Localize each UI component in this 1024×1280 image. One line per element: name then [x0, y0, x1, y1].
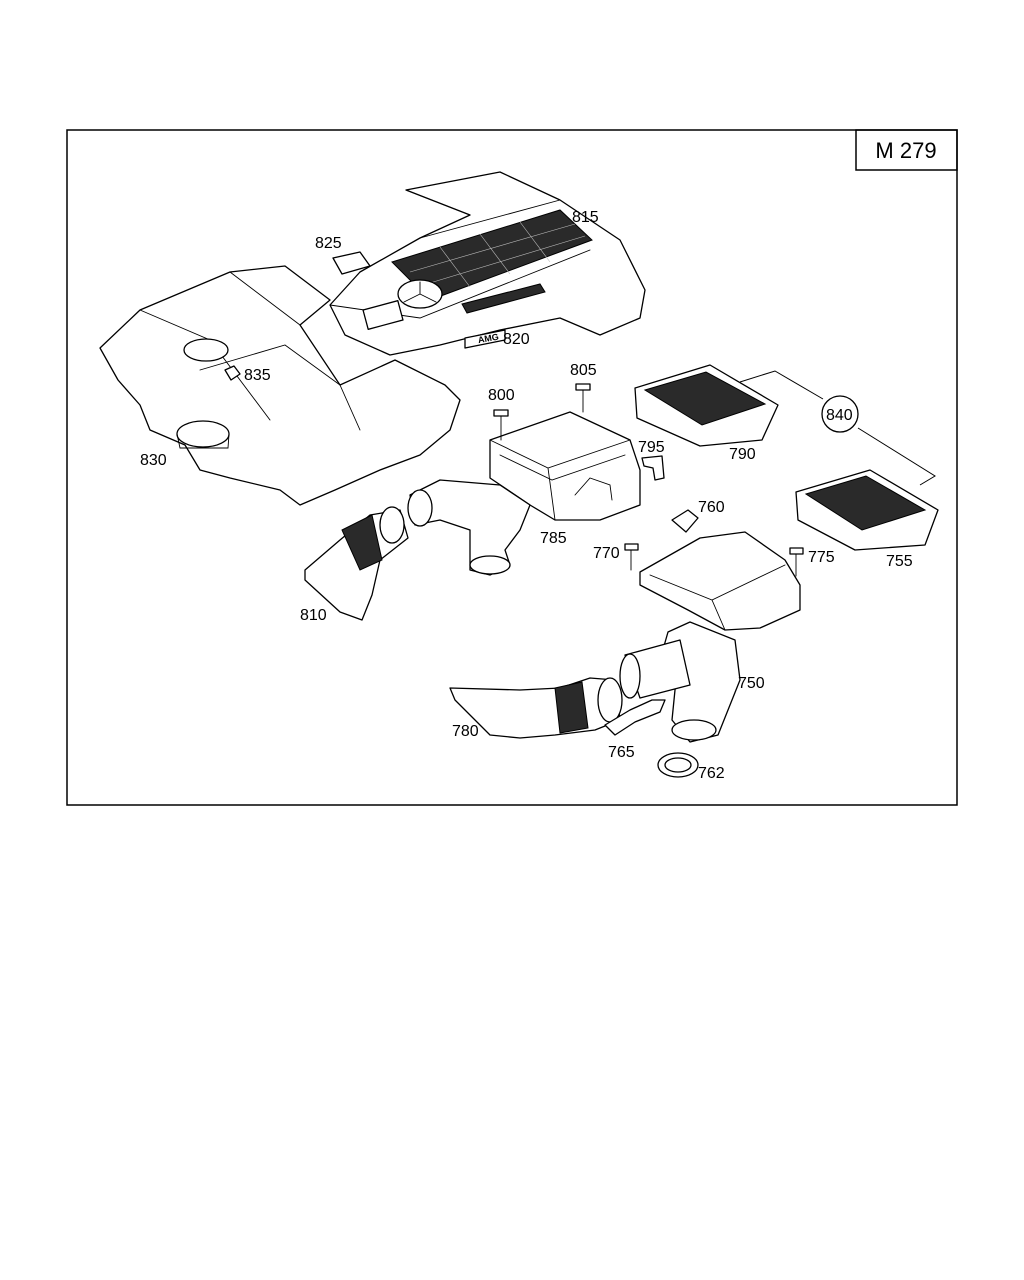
screw-805	[575, 383, 591, 413]
callout-775: 775	[808, 549, 835, 566]
air-filter-housing-lower	[639, 531, 801, 743]
callout-762: 762	[698, 765, 725, 782]
callout-755: 755	[886, 553, 913, 570]
intake-snorkel-780	[449, 677, 623, 739]
seal-ring-762	[657, 752, 699, 778]
sensor-760	[671, 509, 699, 533]
callout-750: 750	[738, 675, 765, 692]
callout-835: 835	[244, 367, 271, 384]
intake-duct-lower	[619, 639, 691, 699]
air-filter-755	[795, 469, 939, 551]
callout-825: 825	[315, 235, 342, 252]
screw-800	[493, 409, 509, 441]
callout-820: 820	[503, 331, 530, 348]
sensor-795	[641, 455, 665, 481]
callout-760: 760	[698, 499, 725, 516]
callout-800: 800	[488, 387, 515, 404]
screw-770	[624, 543, 639, 571]
callout-815: 815	[572, 209, 599, 226]
pad-825	[332, 251, 371, 275]
callout-780: 780	[452, 723, 479, 740]
amg-badge-text: AMG	[477, 332, 499, 345]
air-filter-790	[634, 364, 779, 447]
callout-785: 785	[540, 530, 567, 547]
callout-830: 830	[140, 452, 167, 469]
amg-badge: AMG	[464, 329, 506, 349]
screw-775	[789, 547, 804, 577]
hose-765	[604, 699, 666, 736]
air-filter-housing-upper	[489, 411, 641, 521]
callout-770: 770	[593, 545, 620, 562]
engine-cover-side	[99, 265, 461, 506]
callout-810: 810	[300, 607, 327, 624]
engine-cover-top	[329, 171, 646, 356]
callout-795: 795	[638, 439, 665, 456]
intake-duct-upper	[407, 479, 531, 576]
model-code: M 279	[875, 138, 936, 163]
diagram-frame	[66, 129, 958, 806]
callout-805: 805	[570, 362, 597, 379]
intake-snorkel-810	[304, 506, 409, 621]
callout-840: 840	[826, 407, 853, 424]
callout-group-840	[739, 370, 936, 486]
callout-765: 765	[608, 744, 635, 761]
callout-790: 790	[729, 446, 756, 463]
model-code-box: M 279	[855, 129, 958, 171]
